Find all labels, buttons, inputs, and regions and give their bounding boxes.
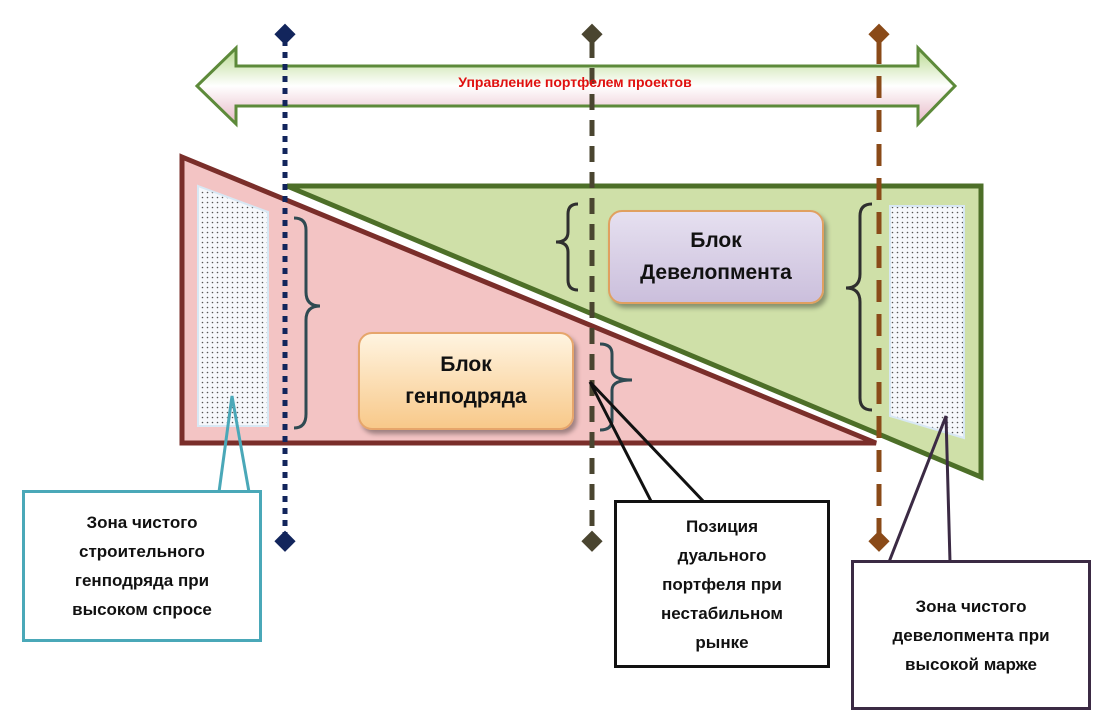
portfolio-management-arrow	[194, 44, 958, 128]
callout-dual-portfolio-text: Позиция дуального портфеля при нестабиль…	[661, 516, 783, 652]
general-contract-zone	[179, 153, 877, 446]
pointer-middle	[588, 380, 707, 505]
callout-pure-contract: Зона чистого строительного генподряда пр…	[22, 490, 262, 642]
callout-pure-contract-text: Зона чистого строительного генподряда пр…	[72, 513, 212, 619]
callout-dual-portfolio: Позиция дуального портфеля при нестабиль…	[614, 500, 830, 668]
brace-development-right	[845, 202, 873, 412]
development-block-label: Блок Девелопмента	[640, 229, 792, 284]
development-block: Блок Девелопмента	[608, 210, 824, 304]
callout-pure-development: Зона чистого девелопмента при высокой ма…	[851, 560, 1091, 710]
callout-pure-development-text: Зона чистого девелопмента при высокой ма…	[892, 596, 1050, 674]
diamond-top-right	[868, 23, 890, 45]
pointer-right	[887, 415, 952, 563]
general-contract-block-label: Блок генподряда	[405, 353, 527, 408]
diamond-top-left	[274, 23, 296, 45]
diamond-bottom-left	[274, 530, 296, 552]
portfolio-management-label: Управление портфелем проектов	[458, 74, 692, 90]
diamond-top-middle	[581, 23, 603, 45]
diamond-bottom-right	[868, 530, 890, 552]
diamond-bottom-middle	[581, 530, 603, 552]
pointer-left	[217, 395, 251, 493]
brace-contract-left	[293, 216, 321, 430]
pure-development-dotted-zone	[889, 205, 965, 440]
general-contract-block: Блок генподряда	[358, 332, 574, 430]
pure-contract-dotted-zone	[197, 184, 269, 427]
brace-development-left	[555, 202, 579, 292]
